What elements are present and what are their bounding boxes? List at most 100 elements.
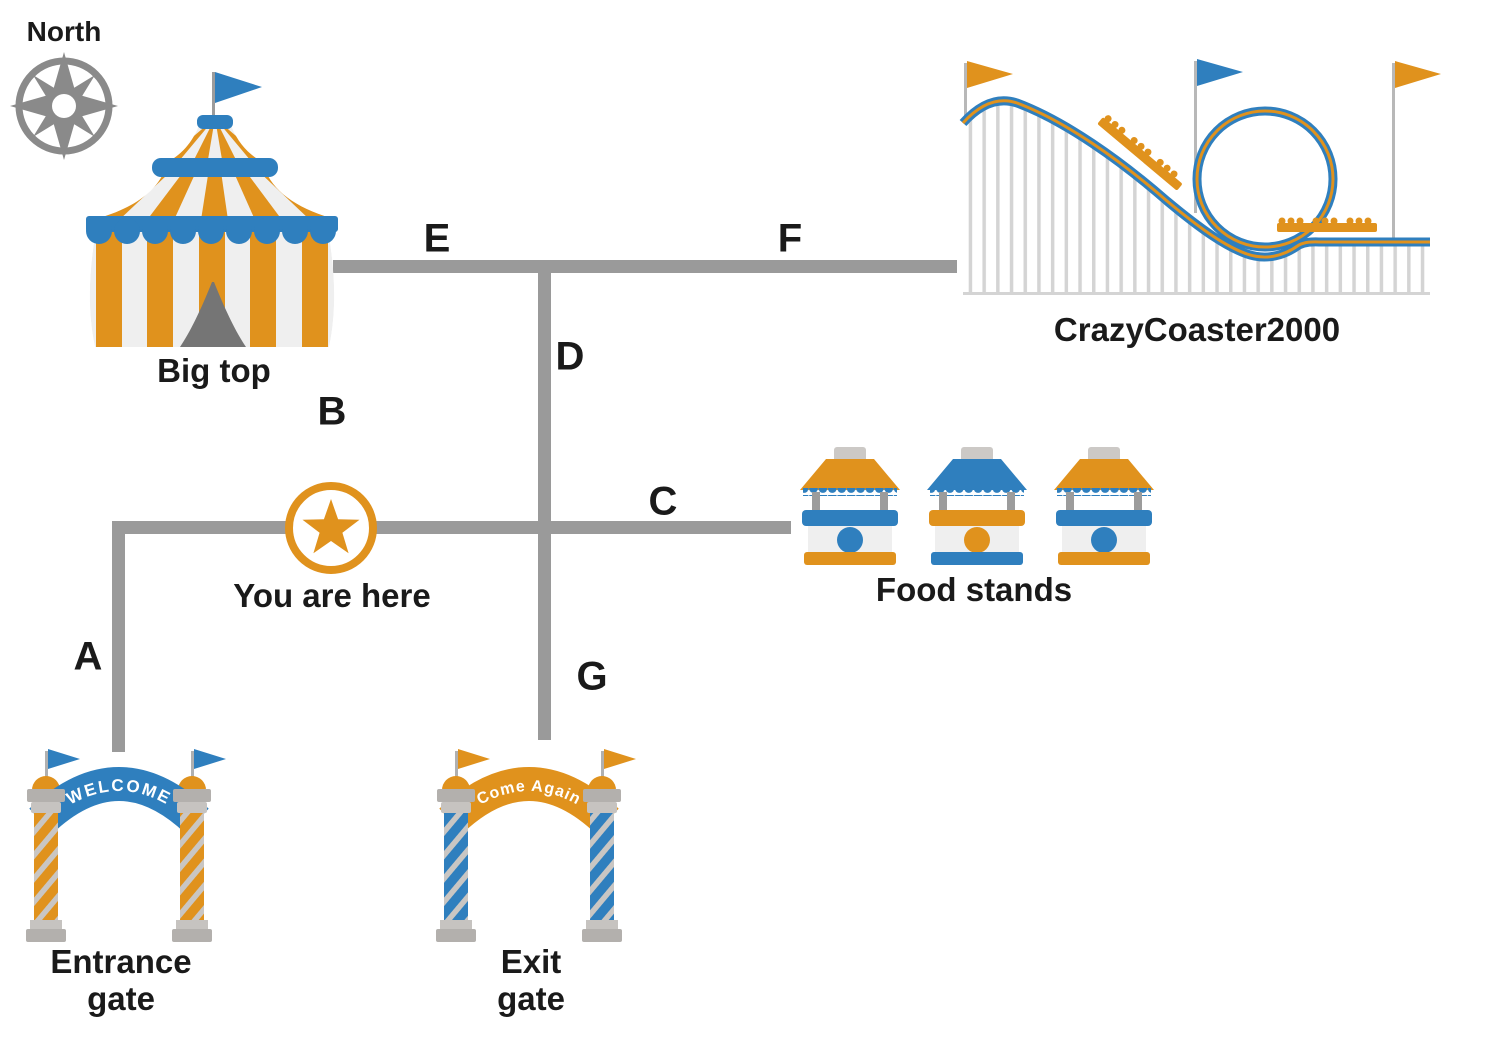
coaster-flagpole-left	[964, 63, 967, 123]
kiosk-roof	[927, 459, 1027, 490]
coaster-loop	[1192, 106, 1338, 252]
you-are-here-marker	[285, 482, 377, 574]
column-shaft	[444, 813, 468, 920]
column-plinth	[176, 920, 208, 929]
gate-flag-icon	[194, 749, 226, 769]
entrance-gate-icon: WELCOME	[26, 749, 226, 942]
tent-flagpole	[212, 72, 215, 122]
kiosk-post	[1066, 492, 1074, 514]
tent-valance	[86, 216, 338, 244]
food-stands-label: Food stands	[875, 571, 1073, 608]
big-top-icon	[86, 72, 338, 347]
column-dome	[588, 776, 616, 790]
kiosk-counter	[1056, 510, 1152, 526]
kiosk-roof-scallops	[930, 488, 1024, 496]
tent-top-cap	[197, 115, 233, 129]
coaster-flag-left-icon	[967, 61, 1013, 88]
north-label: North	[26, 16, 102, 47]
kiosk-roof	[800, 459, 900, 490]
kiosk-base	[804, 552, 896, 565]
gate-flagpole	[191, 751, 194, 779]
column-cap	[27, 789, 65, 802]
exit-gate-label-line2: gate	[497, 980, 565, 1017]
column-dome	[442, 776, 470, 790]
gate-flagpole	[45, 751, 48, 779]
tent-flag-icon	[215, 72, 262, 103]
column-plinth	[586, 920, 618, 929]
kiosk-counter	[802, 510, 898, 526]
coaster-flag-right-icon	[1395, 61, 1441, 88]
path-label-e: E	[423, 216, 451, 261]
entrance-gate-label-line2: gate	[87, 980, 155, 1017]
kiosk-dot	[964, 527, 990, 553]
column-shaft	[590, 813, 614, 920]
you-are-here-label: You are here	[233, 577, 431, 614]
kiosk-dot	[1091, 527, 1117, 553]
path-label-a: A	[73, 634, 103, 679]
kiosk-post	[812, 492, 820, 514]
exit-gate-label: Exit gate	[497, 943, 565, 1017]
column-plinth	[26, 929, 66, 942]
coaster-track	[959, 96, 1430, 262]
kiosk-post	[939, 492, 947, 514]
coaster-flagpole-right	[1392, 63, 1395, 242]
kiosk-post	[880, 492, 888, 514]
kiosk-roof-scallops	[803, 488, 897, 496]
kiosk-base	[931, 552, 1023, 565]
kiosk-post	[1007, 492, 1015, 514]
coaster-flagpole-mid	[1194, 61, 1197, 213]
column-cap	[583, 789, 621, 802]
gate-flag-icon	[604, 749, 636, 769]
path-label-f: F	[777, 216, 803, 261]
path-segment-c	[112, 521, 791, 534]
tent-mid-band	[152, 158, 278, 177]
column-plinth	[440, 920, 472, 929]
column-cap	[587, 802, 617, 813]
exit-gate-label-line1: Exit	[500, 943, 562, 980]
column-dome	[32, 776, 60, 790]
roller-coaster-icon	[959, 59, 1441, 295]
gate-flagpole	[601, 751, 604, 779]
column-cap	[177, 802, 207, 813]
column-plinth	[172, 929, 212, 942]
kiosk-base	[1058, 552, 1150, 565]
coaster-flag-mid-icon	[1197, 59, 1243, 86]
kiosk-cap	[961, 447, 993, 462]
coaster-label: CrazyCoaster2000	[1053, 311, 1341, 348]
compass-icon	[10, 52, 118, 160]
compass-center	[52, 94, 76, 118]
column-shaft	[180, 813, 204, 920]
coaster-train-flat	[1277, 217, 1377, 232]
gate-flagpole	[455, 751, 458, 779]
path-segment-ef	[333, 260, 957, 273]
kiosk-roof	[1054, 459, 1154, 490]
path-segment-a	[112, 521, 125, 752]
exit-gate-icon: Come Again	[436, 749, 636, 942]
path-label-b: B	[317, 389, 347, 434]
entrance-gate-label-line1: Entrance	[50, 943, 192, 980]
kiosk-post	[1134, 492, 1142, 514]
gate-flag-icon	[48, 749, 80, 769]
kiosk-counter	[929, 510, 1025, 526]
entrance-gate-label: Entrance gate	[50, 943, 191, 1017]
column-plinth	[30, 920, 62, 929]
gate-flag-icon	[458, 749, 490, 769]
column-cap	[437, 789, 475, 802]
column-plinth	[582, 929, 622, 942]
path-label-d: D	[555, 334, 585, 379]
kiosk-cap	[834, 447, 866, 462]
kiosk-cap	[1088, 447, 1120, 462]
column-plinth	[436, 929, 476, 942]
food-stand-1-icon	[800, 447, 900, 565]
column-cap	[173, 789, 211, 802]
kiosk-dot	[837, 527, 863, 553]
column-shaft	[34, 813, 58, 920]
food-stand-3-icon	[1054, 447, 1154, 565]
coaster-train-slope	[1098, 115, 1182, 190]
big-top-label: Big top	[157, 352, 271, 389]
path-label-c: C	[648, 479, 678, 524]
path-segment-dg	[538, 260, 551, 740]
tent-door	[180, 282, 246, 347]
food-stand-2-icon	[927, 447, 1027, 565]
